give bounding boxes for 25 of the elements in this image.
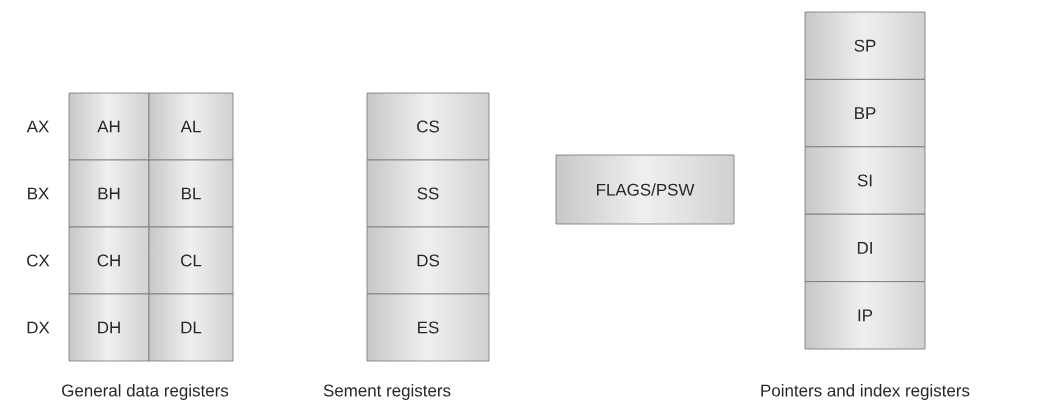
register-cell: FLAGS/PSW [555,154,735,225]
register-cell: CH [68,226,150,295]
row-label: CX [27,254,50,267]
group-caption: General data registers [62,384,229,400]
register-cell: ES [366,293,490,362]
register-cell: CS [366,92,490,161]
register-cell: BH [68,159,150,228]
register-cell: AH [68,92,150,161]
group-caption: Pointers and index registers [761,384,970,400]
register-cell: DL [148,293,234,362]
row-label: DX [27,321,50,334]
group-caption: Sement registers [323,384,451,400]
register-cell: SS [366,159,490,228]
register-cell: CL [148,226,234,295]
register-cell: IP [804,281,926,350]
register-cell: SP [804,11,926,80]
register-cell: SI [804,146,926,215]
register-cell: DH [68,293,150,362]
register-cell: AL [148,92,234,161]
register-cell: BL [148,159,234,228]
register-cell: BP [804,79,926,148]
register-cell: DS [366,226,490,295]
row-label: BX [28,187,49,200]
register-cell: DI [804,213,926,282]
row-label: AX [26,120,49,133]
